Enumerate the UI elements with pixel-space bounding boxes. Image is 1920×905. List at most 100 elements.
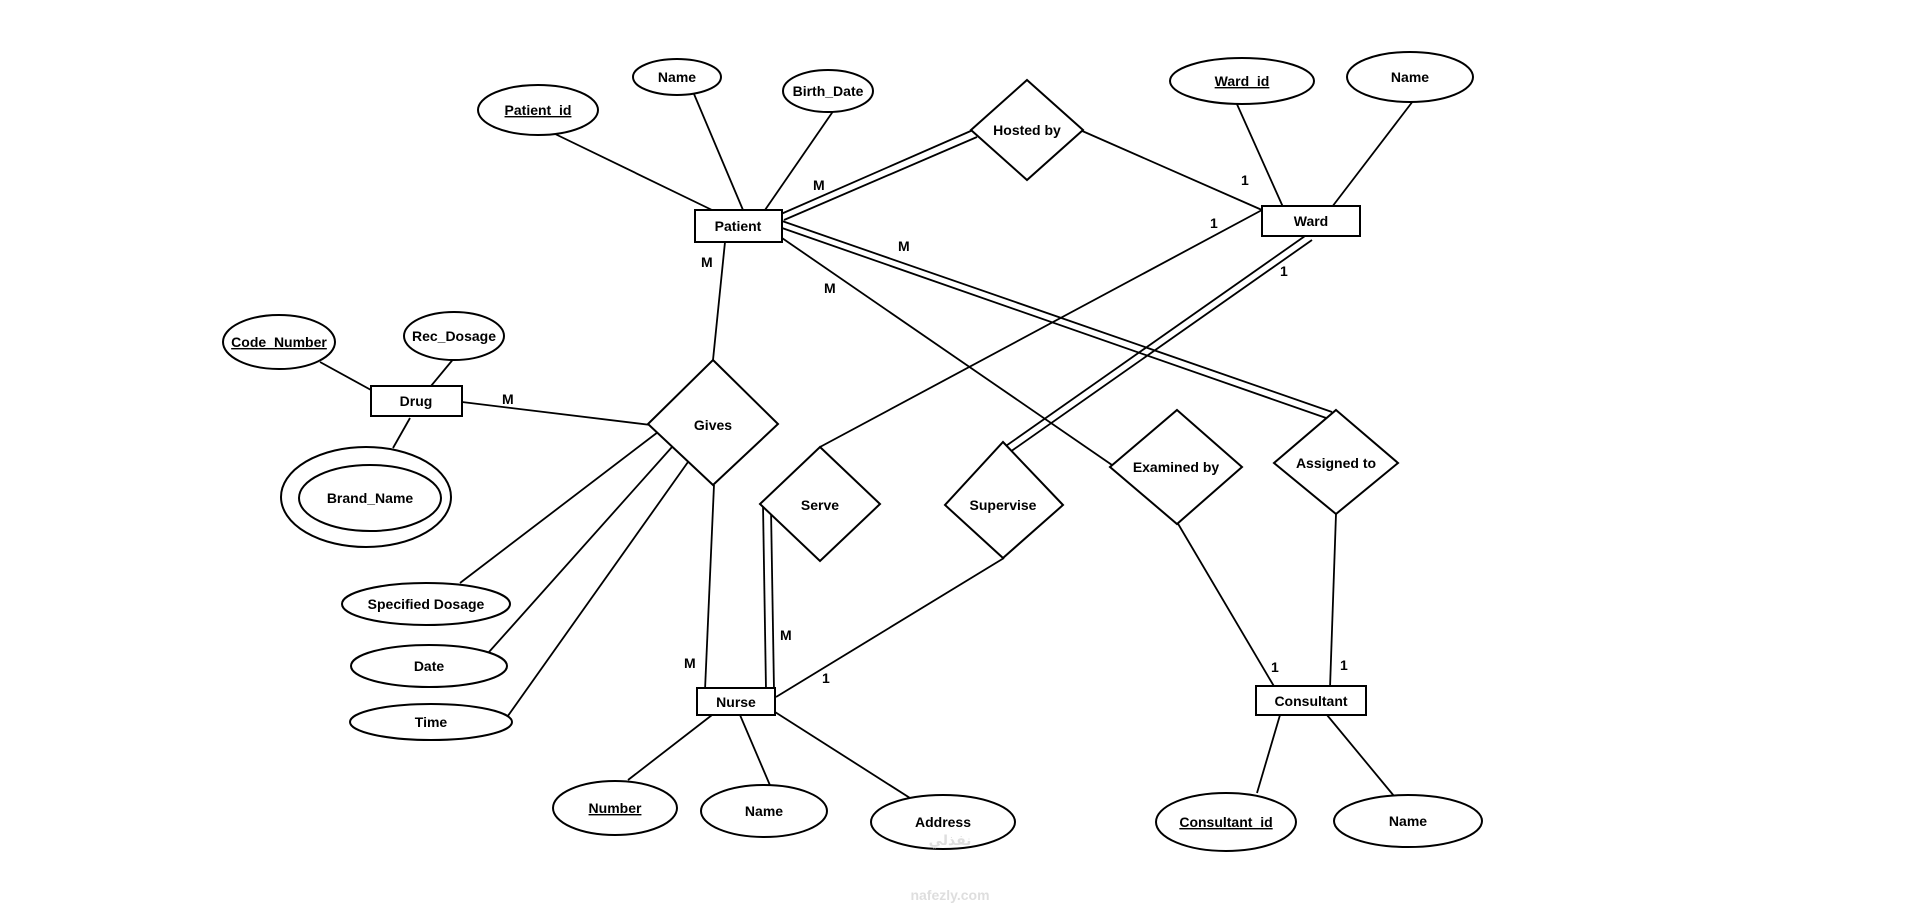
line-nurse-number: [627, 714, 713, 781]
entity-patient: Patient: [694, 209, 783, 243]
attr-nurse-number: Number: [552, 780, 678, 836]
cardinality-ward-serve: 1: [1210, 215, 1218, 231]
cardinality-patient-assigned: M: [898, 238, 910, 254]
line-supervise-nurse: [775, 557, 1005, 698]
attr-patient-id: Patient_id: [477, 84, 599, 136]
line-serve-nurse-b: [770, 508, 775, 691]
line-drug-brandname: [392, 417, 411, 449]
line-serve-nurse-a: [762, 504, 767, 691]
cardinality-patient-hosted: M: [813, 177, 825, 193]
attr-ward-id: Ward_id: [1169, 57, 1315, 105]
drug-label: Drug: [400, 393, 433, 409]
attr-consultant-id: Consultant_id: [1155, 792, 1297, 852]
entity-consultant: Consultant: [1255, 685, 1367, 716]
line-hostedby-ward: [1079, 129, 1263, 211]
attr-date: Date: [350, 644, 508, 688]
hosted-by-label: Hosted by: [993, 122, 1061, 138]
line-drug-recdosage: [430, 356, 456, 387]
consultant-name-label: Name: [1389, 813, 1427, 829]
attr-birth-date: Birth_Date: [782, 69, 874, 113]
attr-nurse-address: Address: [870, 794, 1016, 850]
line-ward-wardid: [1235, 101, 1284, 208]
connections: [319, 93, 1414, 799]
relationship-hosted-by: Hosted by: [969, 78, 1085, 182]
line-nurse-address: [774, 711, 911, 799]
line-consultant-id: [1256, 714, 1281, 794]
attr-time: Time: [349, 703, 513, 741]
line-patient-gives: [712, 241, 726, 361]
examined-by-label: Examined by: [1133, 459, 1220, 475]
line-ward-supervise-b: [1009, 239, 1313, 453]
line-ward-serve: [819, 209, 1263, 448]
relationship-examined-by: Examined by: [1108, 408, 1244, 526]
line-patient-birthdate: [764, 106, 837, 211]
watermark: نفذلي nafezly.com: [910, 832, 989, 903]
nurse-number-label: Number: [589, 800, 642, 816]
entity-nurse: Nurse: [696, 687, 776, 716]
gives-label: Gives: [694, 417, 732, 433]
line-gives-specdosage: [459, 431, 659, 584]
line-nurse-name: [739, 714, 773, 791]
line-patient-hostedby-b: [783, 136, 978, 221]
specified-dosage-label: Specified Dosage: [368, 596, 485, 612]
cardinality-examined-consultant: 1: [1271, 659, 1279, 675]
line-gives-time: [504, 461, 689, 721]
line-drug-gives: [461, 401, 652, 426]
assigned-to-label: Assigned to: [1296, 455, 1376, 471]
attr-ward-name: Name: [1346, 51, 1474, 103]
cardinality-supervise-nurse: 1: [822, 670, 830, 686]
line-patient-assigned-b: [781, 227, 1330, 420]
cardinality-assigned-consultant: 1: [1340, 657, 1348, 673]
cardinality-ward-supervise: 1: [1280, 263, 1288, 279]
attr-specified-dosage: Specified Dosage: [341, 582, 511, 626]
line-patient-examinedby: [781, 237, 1113, 466]
watermark-arabic: نفذلي: [929, 832, 972, 849]
patient-id-label: Patient_id: [505, 102, 572, 118]
attr-rec-dosage: Rec_Dosage: [403, 311, 505, 361]
cardinality-patient-examined: M: [824, 280, 836, 296]
line-gives-date: [488, 446, 673, 653]
consultant-id-label: Consultant_id: [1179, 814, 1272, 830]
attr-patient-name: Name: [632, 58, 722, 96]
nurse-address-label: Address: [915, 814, 971, 830]
line-patient-patientid: [550, 131, 713, 211]
watermark-latin: nafezly.com: [910, 887, 989, 903]
ward-label: Ward: [1294, 213, 1328, 229]
date-label: Date: [414, 658, 445, 674]
cardinality-serve-nurse: M: [780, 627, 792, 643]
relationship-supervise: Supervise: [943, 440, 1065, 560]
cardinality-hosted-ward: 1: [1241, 172, 1249, 188]
patient-name-label: Name: [658, 69, 696, 85]
ward-id-label: Ward_id: [1215, 73, 1270, 89]
line-examinedby-consultant: [1176, 521, 1276, 689]
supervise-label: Supervise: [970, 497, 1037, 513]
ward-name-label: Name: [1391, 69, 1429, 85]
birth-date-label: Birth_Date: [793, 83, 864, 99]
consultant-label: Consultant: [1274, 693, 1347, 709]
rec-dosage-label: Rec_Dosage: [412, 328, 496, 344]
relationship-assigned-to: Assigned to: [1272, 408, 1400, 516]
line-drug-codenumber: [319, 361, 372, 391]
relationship-serve: Serve: [758, 445, 882, 563]
line-patient-name: [693, 93, 744, 211]
line-consultant-name: [1326, 714, 1395, 797]
attr-brand-name: Brand_Name: [280, 446, 452, 548]
attr-nurse-name: Name: [700, 784, 828, 838]
cardinalities: M 1 M M M M 1 1 M M 1 1 1: [502, 172, 1348, 686]
line-patient-hostedby-a: [780, 129, 974, 215]
relationship-gives: Gives: [646, 358, 780, 487]
nurse-name-label: Name: [745, 803, 783, 819]
entity-drug: Drug: [370, 385, 463, 417]
time-label: Time: [415, 714, 448, 730]
line-patient-assigned-a: [781, 220, 1333, 413]
brand-name-label: Brand_Name: [327, 490, 414, 506]
attr-consultant-name: Name: [1333, 794, 1483, 848]
line-ward-name: [1331, 100, 1414, 208]
patient-label: Patient: [715, 218, 762, 234]
entity-ward: Ward: [1261, 205, 1361, 237]
serve-label: Serve: [801, 497, 839, 513]
line-gives-nurse: [704, 484, 715, 691]
nurse-label: Nurse: [716, 694, 756, 710]
code-number-label: Code_Number: [231, 334, 327, 350]
